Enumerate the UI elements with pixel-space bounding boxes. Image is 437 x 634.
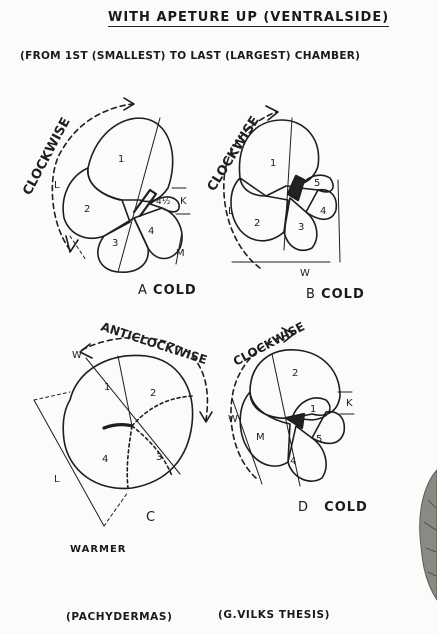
- figure-c-caption: C: [146, 510, 156, 525]
- figure-a-dim-l: L: [54, 180, 60, 191]
- figure-d-chamber-2-outline: [250, 350, 340, 418]
- figure-a-chamber-1-outline: [88, 118, 173, 201]
- figure-b-coiling: CLOCKWISE: [205, 114, 263, 194]
- figure-c-suture-1: [118, 356, 132, 426]
- figure-c-chamber-4: 4: [102, 454, 108, 465]
- figure-d-chamber-5: 5: [316, 434, 322, 445]
- figure-a-chamber-2-outline: [63, 168, 130, 238]
- figure-d-caption: D COLD: [298, 500, 368, 515]
- figure-d-dim-m: M: [256, 432, 265, 443]
- figure-b-caption: B COLD: [306, 287, 365, 302]
- figure-b-guide-right: [338, 180, 340, 262]
- figure-a-dim-k: K: [180, 196, 187, 207]
- figure-b-dim-w: W: [300, 268, 310, 279]
- figure-d-letter: D: [298, 500, 309, 515]
- figure-a-chamber-5: 4½: [156, 197, 171, 207]
- figure-c-coiling: ANTICLOCKWISE: [99, 320, 209, 368]
- figure-c-letter: C: [146, 510, 156, 525]
- figure-d-label: COLD: [324, 500, 368, 515]
- figure-c-label: WARMER: [70, 544, 127, 555]
- figure-a-label: COLD: [153, 283, 197, 298]
- footer-right: (G.VILKS THESIS): [218, 609, 330, 621]
- figure-a: [52, 98, 190, 272]
- figure-d-chamber-2: 2: [292, 368, 298, 379]
- figure-a-chamber-2: 2: [84, 204, 90, 215]
- figure-b-chamber-5: 5: [314, 178, 320, 189]
- figure-d-chamber-1: 1: [310, 404, 316, 415]
- figure-a-coiling: CLOCKWISE: [20, 115, 73, 197]
- photo-remnant: [420, 470, 437, 600]
- figure-a-dim-m: M: [176, 248, 185, 259]
- figure-c-chamber-1: 1: [104, 382, 110, 393]
- figure-d-dim-w: W: [228, 414, 238, 425]
- figure-b-chamber-3: 3: [298, 222, 304, 233]
- figure-b-dim-l: L: [228, 206, 234, 217]
- figure-c-aperture: [104, 425, 132, 428]
- figure-c-dim-l: L: [54, 474, 60, 485]
- figure-c-axis-l: [86, 358, 180, 474]
- figure-a-axis-l: [118, 118, 160, 272]
- figure-c: [34, 338, 212, 527]
- figure-c-chamber-2: 2: [150, 388, 156, 399]
- figure-a-caption: A COLD: [138, 283, 197, 298]
- figure-c-chamber-3: 3: [156, 452, 162, 463]
- figure-b-chamber-2: 2: [254, 218, 260, 229]
- figure-c-dim-w: W: [72, 350, 82, 361]
- figure-b-letter: B: [306, 287, 316, 302]
- figure-b-axis-l: [284, 118, 292, 250]
- figure-c-suture-4: [127, 426, 132, 488]
- figure-c-suture-3: [132, 426, 172, 476]
- figure-b-label: COLD: [321, 287, 365, 302]
- figure-b-chamber-2-outline: [231, 178, 288, 241]
- footer-left: (PACHYDERMAS): [66, 611, 172, 623]
- figure-d-aperture: [286, 414, 304, 428]
- figure-d-chamber-4: 4: [290, 456, 296, 467]
- figure-b-chamber-1: 1: [270, 158, 276, 169]
- figure-a-chamber-4: 4: [148, 226, 154, 237]
- figure-a-letter: A: [138, 283, 148, 298]
- figure-a-chamber-1: 1: [118, 154, 124, 165]
- figure-d-dim-k: K: [346, 398, 353, 409]
- figure-c-guide-top: [34, 392, 70, 400]
- figure-a-chamber-3: 3: [112, 238, 118, 249]
- figure-c-dim-line-l: [34, 400, 104, 526]
- figure-b-chamber-4: 4: [320, 206, 326, 217]
- figure-d-coiling: CLOCKWISE: [231, 319, 307, 368]
- figure-c-suture-2: [132, 396, 192, 426]
- figure-c-guide-bottom: [104, 492, 128, 526]
- figure-b-aperture: [288, 176, 304, 200]
